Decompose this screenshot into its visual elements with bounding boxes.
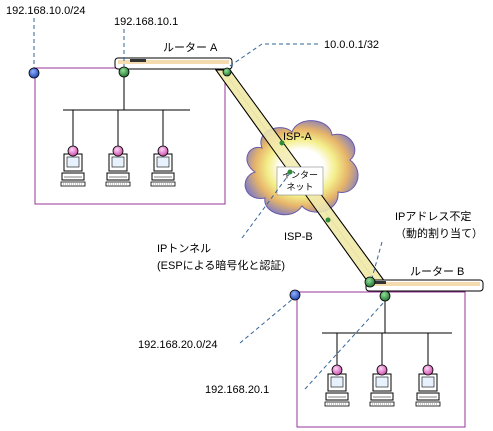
router-a-icon xyxy=(114,57,233,70)
lan-a-wiring xyxy=(63,72,190,148)
router-b-wan-ip-label-line2: （動的割り当て） xyxy=(395,226,483,240)
leader-lines xyxy=(33,18,386,390)
internet-label-box xyxy=(276,166,324,196)
isp-b-label: ISP-B xyxy=(284,231,313,243)
host-b2 xyxy=(369,373,395,407)
router-b-wan-port xyxy=(364,276,376,288)
host-b3 xyxy=(415,373,441,407)
host-a3-nic xyxy=(157,145,169,157)
lan-b-box xyxy=(296,291,466,428)
lan-a-network-label: 192.168.10.0/24 xyxy=(6,5,86,17)
router-b-label: ルーター B xyxy=(410,265,464,278)
router-b-icon xyxy=(365,279,484,292)
tunnel-label-line1: IPトンネル xyxy=(157,242,211,255)
host-b1 xyxy=(324,373,350,407)
host-b2-nic xyxy=(376,364,388,376)
isp-a-label: ISP-A xyxy=(283,131,312,143)
lan-b-network-label: 192.168.20.0/24 xyxy=(138,339,218,351)
host-b3-nic xyxy=(422,364,434,376)
router-a-wan-ip-label: 10.0.0.1/32 xyxy=(324,39,379,51)
host-a1 xyxy=(60,153,86,187)
router-b-wan-ip-label-line1: IPアドレス不定 xyxy=(395,209,471,223)
internet-label-line2: ネット xyxy=(286,182,313,192)
router-b-lan-port xyxy=(379,290,391,302)
host-b1-nic xyxy=(331,364,343,376)
isp-a-node xyxy=(279,140,285,146)
internet-label-line1: インター xyxy=(282,170,318,180)
host-a2-nic xyxy=(112,145,124,157)
lan-b-wiring xyxy=(322,295,452,367)
router-a-wan-port xyxy=(222,67,232,77)
lan-b-network-node xyxy=(289,289,301,301)
router-a-label: ルーター A xyxy=(163,41,218,54)
router-a-lan-ip-label: 192.168.10.1 xyxy=(114,16,178,28)
isp-b-node xyxy=(325,217,331,223)
host-a3 xyxy=(150,153,176,187)
router-b-lan-ip-label: 192.168.20.1 xyxy=(205,384,269,396)
host-a2 xyxy=(105,153,131,187)
router-a-lan-port xyxy=(118,66,130,78)
tunnel-label-line2: (ESPによる暗号化と認証) xyxy=(157,258,285,272)
tunnel-node xyxy=(287,169,293,175)
host-a1-nic xyxy=(67,145,79,157)
lan-a-network-node xyxy=(28,67,40,79)
